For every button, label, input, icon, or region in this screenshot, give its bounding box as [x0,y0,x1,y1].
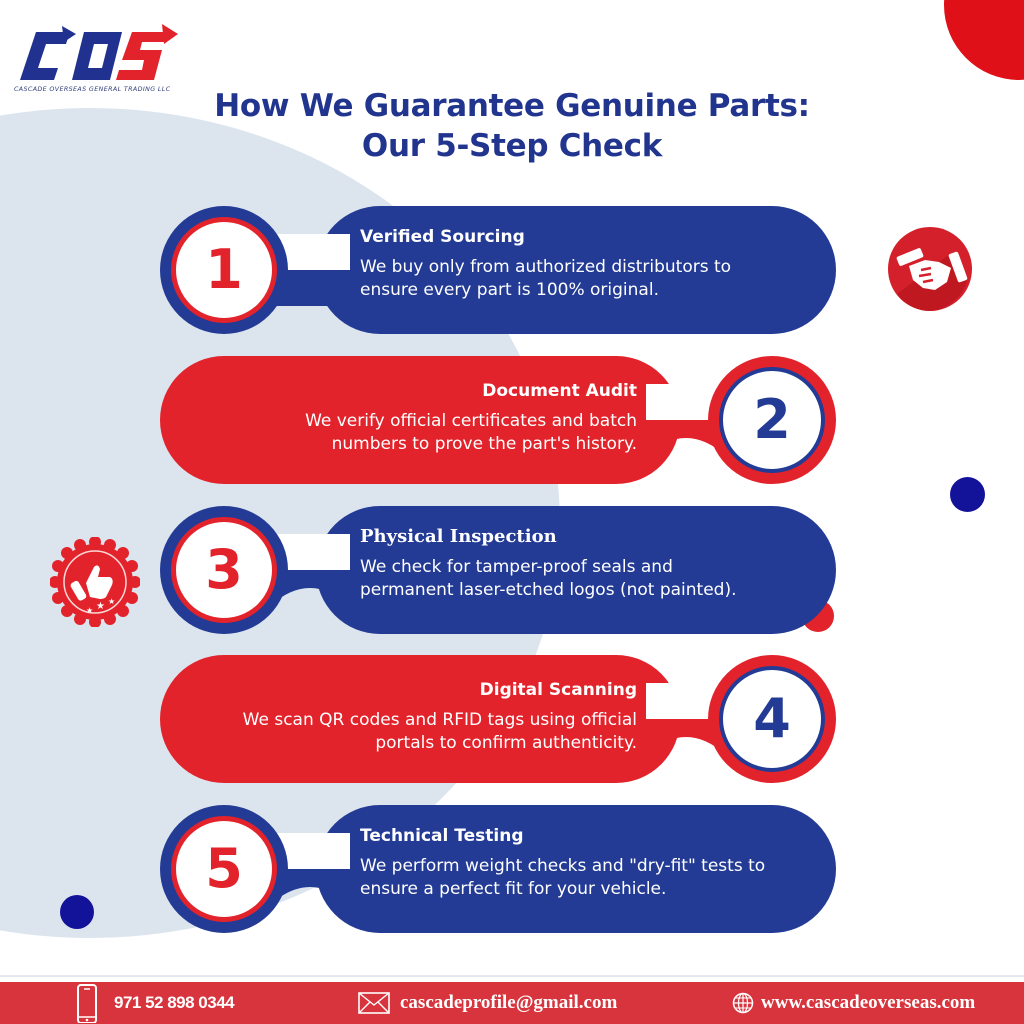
step-connector [646,384,726,456]
page-title: How We Guarantee Genuine Parts: Our 5-St… [0,86,1024,166]
step-title: Physical Inspection [360,526,557,547]
title-line-1: How We Guarantee Genuine Parts: [214,88,810,124]
step-title: Verified Sourcing [360,227,525,247]
step-number-circle: 1 [171,217,277,323]
step-number-circle: 2 [719,367,825,473]
footer-divider [0,975,1024,977]
footer-email[interactable]: cascadeprofile@gmail.com [358,982,617,1024]
logo-cos-icon [20,24,178,80]
step-3: 3 Physical Inspection We check for tampe… [160,506,836,634]
decorative-dot-left [60,895,94,929]
step-description-line-1: We buy only from authorized distributors… [360,257,732,277]
step-4: 4 Digital Scanning We scan QR codes and … [160,655,836,783]
step-title: Digital Scanning [479,680,637,700]
step-number-badge: 5 [160,805,288,933]
step-text: Verified Sourcing We buy only from autho… [360,226,830,302]
step-number: 3 [205,538,243,601]
envelope-icon [358,992,390,1014]
footer-website[interactable]: www.cascadeoverseas.com [732,982,975,1024]
step-description-line-1: We verify official certificates and batc… [305,411,637,431]
phone-number: 971 52 898 0344 [114,993,235,1012]
step-description-line-2: portals to confirm authenticity. [375,733,637,753]
step-number: 1 [205,238,243,301]
step-number-badge: 2 [708,356,836,484]
step-description-line-1: We check for tamper-proof seals and [360,557,673,577]
step-description-line-1: We perform weight checks and "dry-fit" t… [360,856,766,876]
footer-phone[interactable]: 971 52 898 0344 [76,982,235,1024]
step-text: Digital Scanning We scan QR codes and RF… [180,679,637,755]
title-line-2: Our 5-Step Check [361,128,663,164]
step-number-badge: 4 [708,655,836,783]
thumbs-up-badge-icon: ★ ★ ★ [49,536,141,628]
step-number-circle: 3 [171,517,277,623]
step-description-line-2: ensure a perfect fit for your vehicle. [360,879,667,899]
handshake-icon [887,226,973,312]
email-address: cascadeprofile@gmail.com [400,992,618,1013]
step-number-circle: 5 [171,816,277,922]
svg-text:★: ★ [86,606,93,615]
step-text: Document Audit We verify official certif… [180,380,637,456]
svg-text:★: ★ [108,597,115,606]
step-pill [160,655,680,783]
footer-bar: 971 52 898 0344 cascadeprofile@gmail.com… [0,982,1024,1024]
corner-red-circle [944,0,1024,80]
step-pill [316,206,836,334]
website-url: www.cascadeoverseas.com [761,992,976,1013]
company-logo: CASCADE OVERSEAS GENERAL TRADING LLC [14,22,184,102]
step-description-line-2: permanent laser-etched logos (not painte… [360,580,737,600]
decorative-dot-right [950,477,985,512]
step-1: 1 Verified Sourcing We buy only from aut… [160,206,836,334]
step-description-line-1: We scan QR codes and RFID tags using off… [242,710,637,730]
step-text: Physical Inspection We check for tamper-… [360,526,830,602]
logo-mark [14,22,184,84]
step-number-badge: 3 [160,506,288,634]
step-number-circle: 4 [719,666,825,772]
step-text: Technical Testing We perform weight chec… [360,825,830,901]
svg-text:★: ★ [96,601,105,612]
step-title: Document Audit [482,381,637,401]
step-2: 2 Document Audit We verify official cert… [160,356,836,484]
step-title: Technical Testing [360,826,524,846]
step-number-badge: 1 [160,206,288,334]
step-pill [316,506,836,634]
step-description-line-2: numbers to prove the part's history. [331,434,637,454]
step-description-line-2: ensure every part is 100% original. [360,280,659,300]
step-number: 4 [753,687,791,750]
step-5: 5 Technical Testing We perform weight ch… [160,805,836,933]
step-pill [316,805,836,933]
step-pill [160,356,680,484]
step-number: 2 [753,388,791,451]
step-number: 5 [205,837,243,900]
phone-icon [76,983,98,1023]
company-name: CASCADE OVERSEAS GENERAL TRADING LLC [14,86,171,93]
step-connector [270,534,350,606]
globe-icon [732,992,754,1014]
